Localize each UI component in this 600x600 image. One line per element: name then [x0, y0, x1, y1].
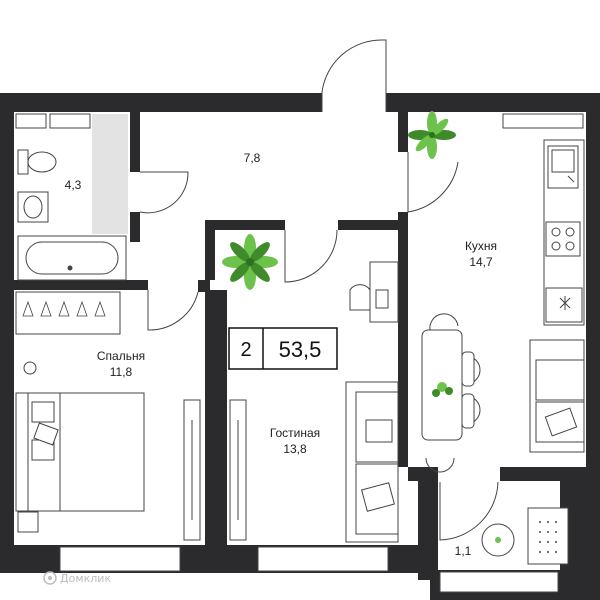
- inner-walls: [14, 112, 600, 545]
- living-area-label: 13,8: [283, 442, 307, 456]
- plant-icon: [432, 382, 453, 397]
- fridge: [545, 287, 583, 323]
- sofa-icon: [345, 381, 399, 543]
- kitchen-name-label: Кухня: [465, 239, 497, 253]
- nightstand: [23, 361, 37, 375]
- bathtub-icon: [17, 235, 127, 281]
- windows: [15, 113, 584, 593]
- toilet-icon: [17, 149, 57, 175]
- desk-icon: [369, 261, 399, 323]
- entrance-door: [321, 39, 387, 112]
- living-fixtures: [229, 261, 399, 543]
- sink-icon: [17, 191, 49, 223]
- plant-icon: [222, 234, 278, 290]
- kitchen-door: [407, 152, 459, 213]
- bathroom-door: [139, 171, 189, 214]
- kitchen-area-label: 14,7: [469, 255, 493, 269]
- balcony-door: [439, 481, 499, 541]
- hall-area-label: 7,8: [244, 151, 261, 165]
- room-count: 2: [240, 339, 251, 361]
- bedroom-area-label: 11,8: [110, 365, 133, 379]
- dining-table-icon: [421, 313, 481, 473]
- bedroom-fixtures: [15, 291, 201, 541]
- balcony-area-label: 1,1: [455, 544, 472, 558]
- window-bedroom: [59, 546, 181, 572]
- total-area: 53,5: [279, 337, 322, 362]
- balcony-fixtures: [481, 507, 569, 565]
- bedroom-door: [147, 290, 199, 331]
- living-name-label: Гостиная: [270, 426, 320, 440]
- plant-icon: [408, 111, 456, 159]
- watermark-logo-icon: [43, 571, 57, 585]
- kitchen-fixtures: [543, 139, 585, 326]
- bedroom-name-label: Спальня: [97, 349, 145, 363]
- bathroom-area-label: 4,3: [65, 178, 82, 192]
- sofa-icon: [529, 339, 585, 453]
- window-bathroom: [15, 113, 47, 129]
- window-balcony: [439, 571, 559, 593]
- bathroom-fixtures: [17, 114, 128, 281]
- bed-icon: [15, 392, 145, 512]
- armchair-icon: [349, 284, 371, 311]
- watermark: Домклик: [43, 571, 111, 585]
- stove-icon: [545, 221, 581, 257]
- sink-icon: [547, 145, 579, 189]
- living-door: [284, 229, 338, 283]
- watermark-text: Домклик: [60, 572, 111, 585]
- armchair-icon: [527, 507, 569, 565]
- doors: [139, 39, 499, 541]
- summary-badge: 2 53,5: [228, 327, 338, 370]
- window-living: [257, 546, 389, 572]
- window-kitchen: [502, 113, 584, 129]
